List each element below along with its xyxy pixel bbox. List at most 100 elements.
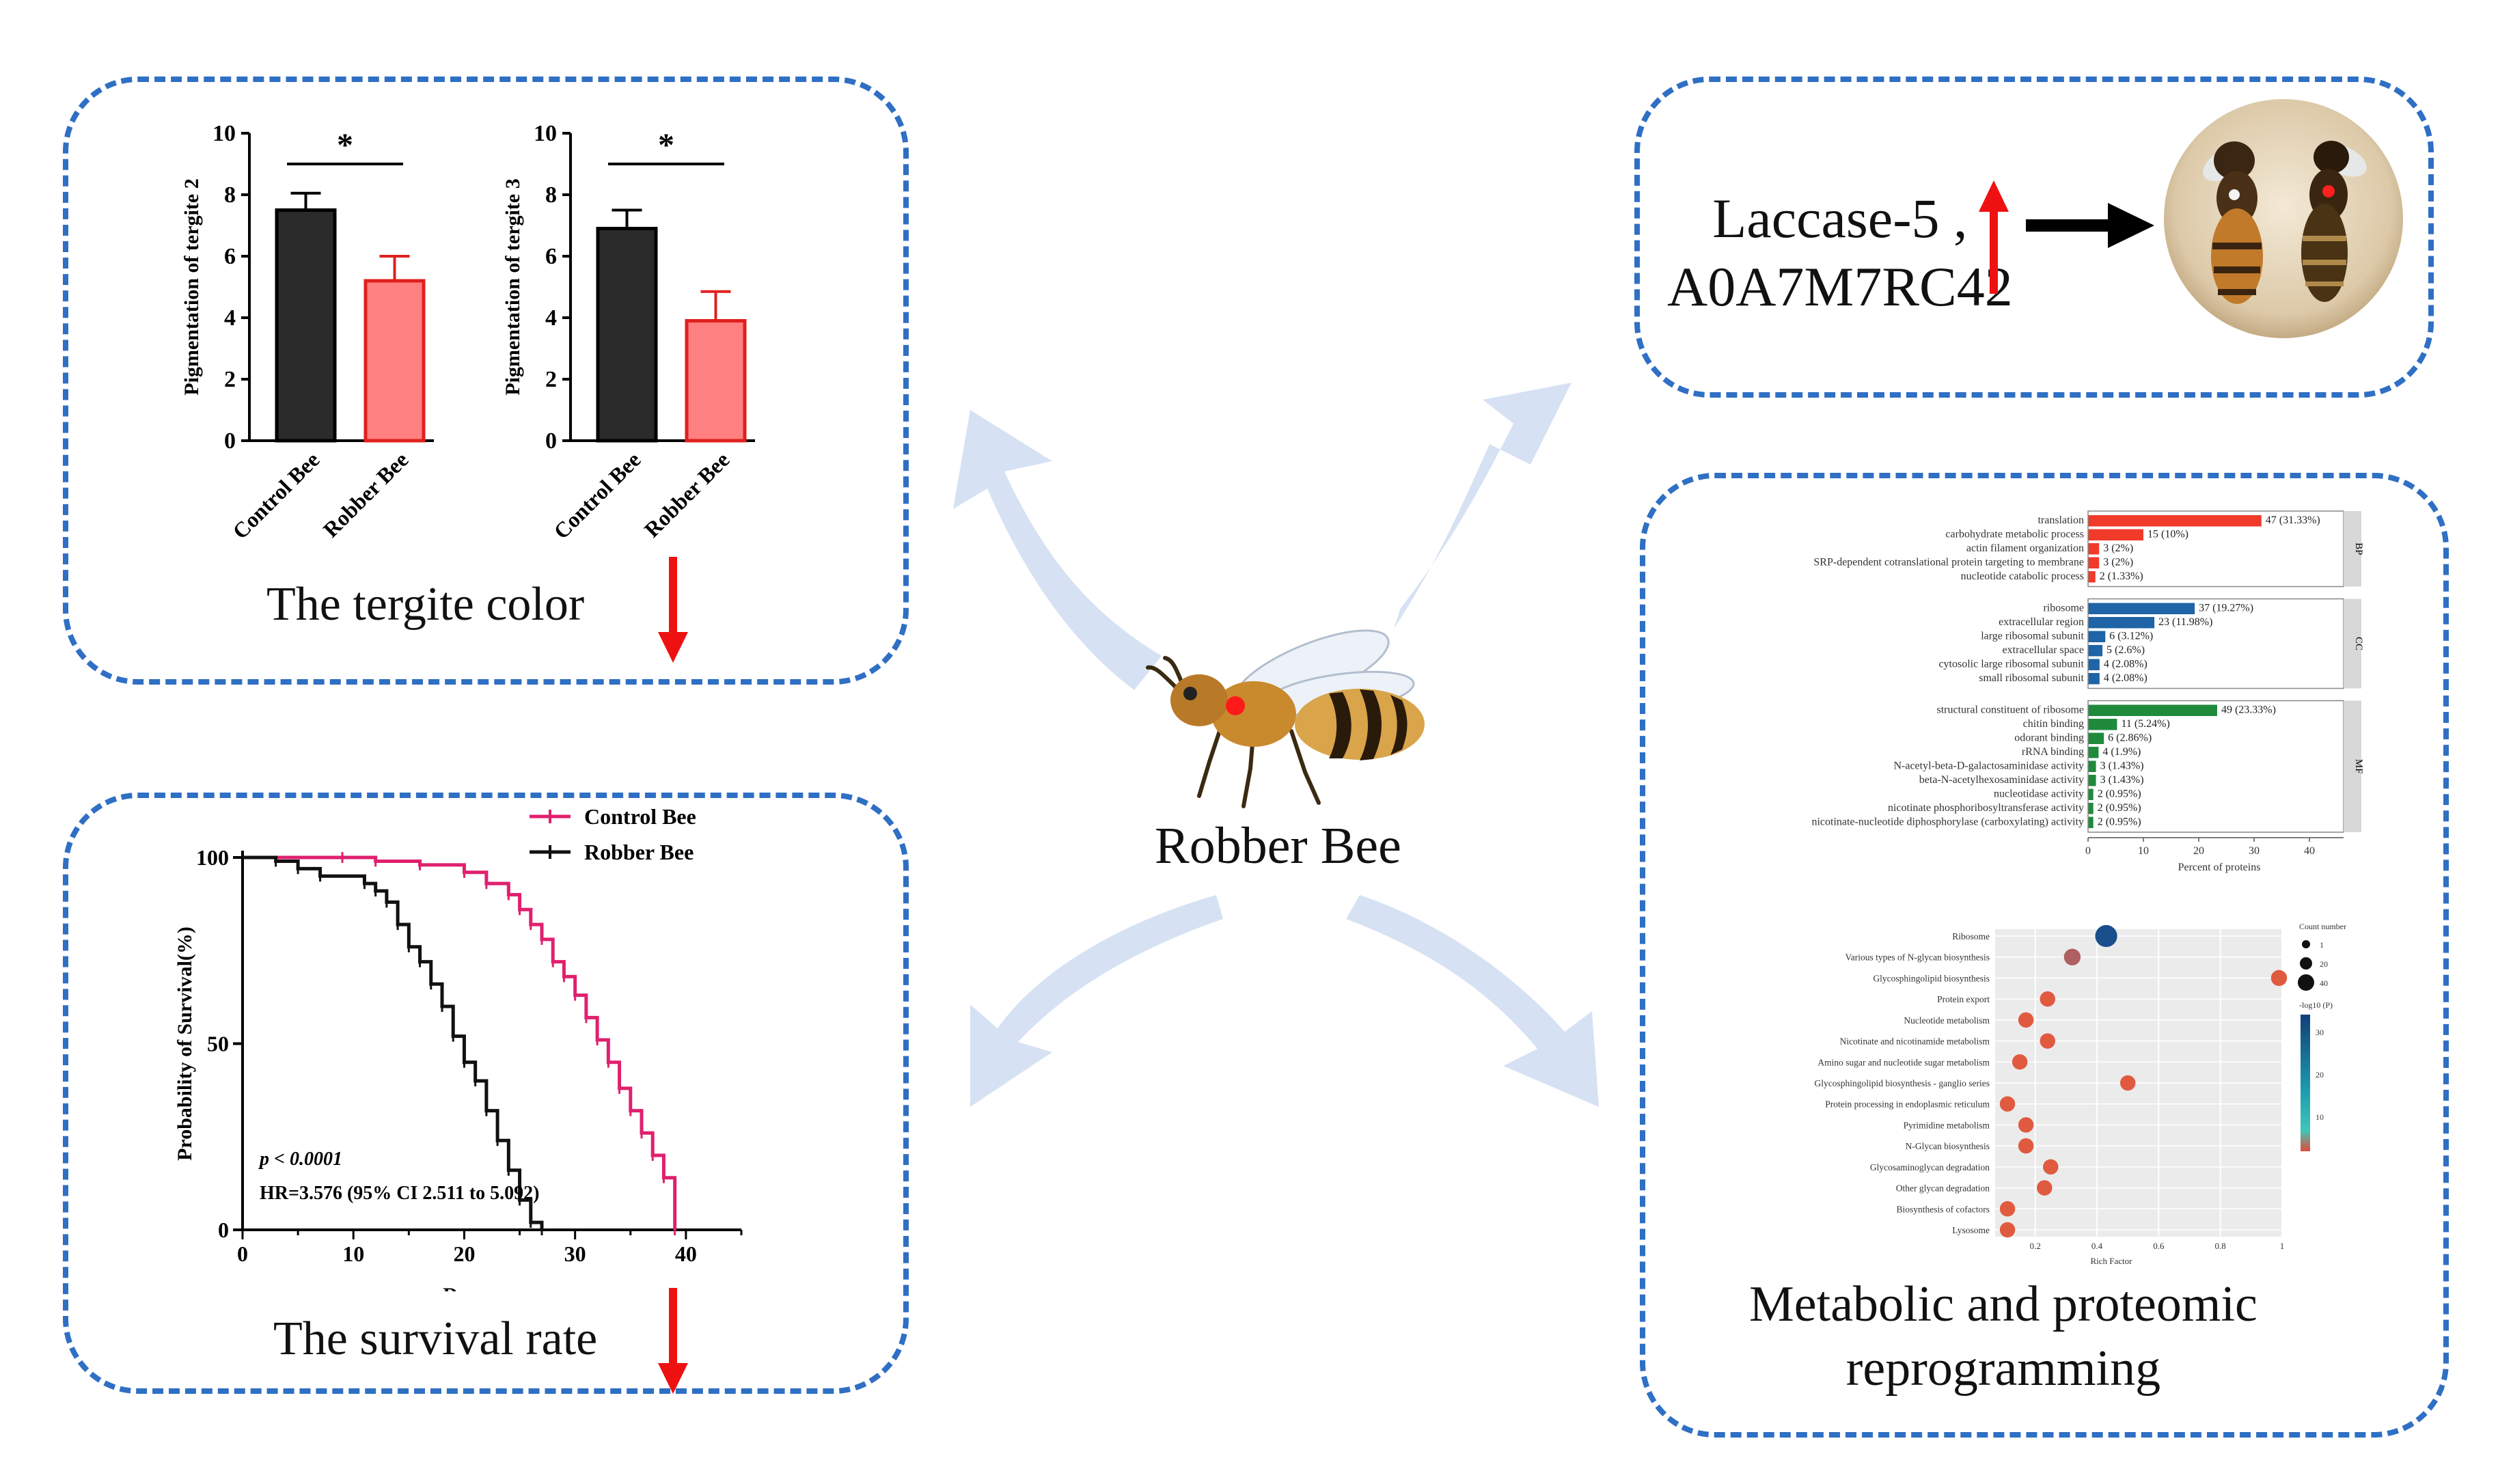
kegg-size-legend-label: 20 <box>2320 959 2328 969</box>
bar <box>275 208 337 443</box>
go-bar <box>2088 645 2103 657</box>
go-bar-value: 3 (1.43%) <box>2100 760 2144 772</box>
kegg-x-tick-label: 0.2 <box>2030 1241 2041 1251</box>
kegg-term-label: Pyrimidine metabolism <box>1904 1120 1990 1130</box>
go-bar-value: 49 (23.33%) <box>2221 704 2276 716</box>
kegg-x-tick-label: 0.4 <box>2091 1241 2103 1251</box>
significance-star: * <box>658 127 674 163</box>
kegg-term-label: Amino sugar and nucleotide sugar metabol… <box>1817 1057 1990 1067</box>
kegg-term-label: Glycosphingolipid biosynthesis - ganglio… <box>1815 1078 1990 1088</box>
go-bar <box>2088 617 2155 629</box>
x-axis-label: Days <box>443 1284 486 1291</box>
go-term-label: rRNA binding <box>2022 746 2084 758</box>
go-bar <box>2088 557 2100 568</box>
decrease-arrow-survival <box>658 1288 688 1394</box>
marker-dot <box>1226 696 1245 715</box>
go-bar-value: 37 (19.27%) <box>2199 603 2253 614</box>
go-bar-value: 6 (2.86%) <box>2108 732 2152 744</box>
go-bar-value: 2 (0.95%) <box>2098 802 2141 814</box>
go-bar <box>2088 719 2117 730</box>
kegg-x-tick-label: 1 <box>2280 1241 2285 1251</box>
kegg-x-tick-label: 0.8 <box>2215 1241 2226 1251</box>
x-tick-label: 30 <box>564 1241 586 1266</box>
go-bar <box>2088 732 2104 744</box>
kegg-bubble <box>2037 1180 2053 1196</box>
go-bar <box>2088 631 2106 642</box>
kegg-term-label: Glycosphingolipid biosynthesis <box>1873 973 1990 983</box>
go-bar-value: 4 (1.9%) <box>2102 746 2141 758</box>
x-tick-label: Control Bee <box>228 447 324 543</box>
go-bar-value: 2 (0.95%) <box>2098 816 2141 828</box>
bar <box>685 319 747 443</box>
bar <box>596 227 658 443</box>
kegg-size-legend-label: 40 <box>2320 978 2328 988</box>
kegg-bubble <box>2270 970 2288 987</box>
kegg-bubble <box>2018 1012 2034 1028</box>
arrow-to-omics <box>1346 895 1599 1107</box>
go-term-label: chitin binding <box>2023 718 2084 730</box>
legend-label: Robber Bee <box>584 840 694 864</box>
go-group-strip <box>2344 511 2361 587</box>
go-term-label: extracellular space <box>2003 644 2084 656</box>
go-group-label: BP <box>2353 542 2364 555</box>
go-bar-value: 2 (1.33%) <box>2100 571 2143 582</box>
bee-photo <box>2164 99 2403 338</box>
kegg-x-axis-label: Rich Factor <box>2090 1256 2132 1266</box>
go-bar <box>2088 788 2094 800</box>
x-tick-label: Robber Bee <box>640 447 735 542</box>
go-term-label: cytosolic large ribosomal subunit <box>1938 659 2084 670</box>
go-x-tick-label: 0 <box>2085 845 2091 857</box>
y-tick-label: 0 <box>218 1218 229 1242</box>
go-term-label: carbohydrate metabolic process <box>1945 529 2084 540</box>
center-label: Robber Bee <box>1155 817 1401 875</box>
x-tick-label: 10 <box>342 1241 364 1266</box>
go-bar <box>2088 659 2100 670</box>
legend-label: Control Bee <box>584 804 696 829</box>
go-term-label: beta-N-acetylhexosaminidase activity <box>1919 774 2084 786</box>
kegg-term-label: Nicotinate and nicotinamide metabolism <box>1840 1036 1990 1047</box>
go-bar <box>2088 747 2099 758</box>
go-term-label: SRP-dependent cotranslational protein ta… <box>1813 557 2084 568</box>
laccase-text: Laccase-5 , A0A7M7RC42 <box>1667 184 2013 321</box>
go-bar <box>2088 603 2195 614</box>
y-tick-label: 100 <box>196 845 229 870</box>
kegg-x-tick-label: 0.6 <box>2153 1241 2165 1251</box>
go-bar-value: 5 (2.6%) <box>2106 644 2145 656</box>
y-tick-label: 8 <box>224 182 236 208</box>
decrease-arrow-tergite <box>658 557 688 663</box>
go-term-label: large ribosomal subunit <box>1981 631 2084 642</box>
kegg-term-label: Other glycan degradation <box>1896 1183 1990 1194</box>
kegg-term-label: Various types of N-glycan biosynthesis <box>1845 952 1990 963</box>
kegg-term-label: Glycosaminoglycan degradation <box>1870 1162 1990 1172</box>
kegg-color-tick-label: 10 <box>2316 1112 2324 1122</box>
go-bar <box>2088 543 2100 555</box>
go-bar-value: 4 (2.08%) <box>2104 659 2147 670</box>
y-tick-label: 2 <box>224 367 236 392</box>
kegg-color-tick-label: 20 <box>2316 1070 2324 1080</box>
survival-curve <box>243 855 544 1230</box>
kegg-bubble <box>1999 1096 2016 1112</box>
go-bar-value: 3 (2%) <box>2103 557 2133 568</box>
kegg-size-legend-label: 1 <box>2320 940 2324 950</box>
laccase-panel <box>1634 77 2434 398</box>
kegg-term-label: N-Glycan biosynthesis <box>1906 1141 1990 1151</box>
black-right-arrow <box>2026 203 2154 248</box>
go-bar-value: 3 (1.43%) <box>2100 774 2144 786</box>
go-bar <box>2088 760 2096 772</box>
go-x-tick-label: 20 <box>2193 845 2204 857</box>
y-tick-label: 50 <box>207 1032 229 1056</box>
kegg-bubble <box>2043 1159 2059 1175</box>
go-bar <box>2088 803 2094 814</box>
omics-caption-line2: reprogramming <box>1845 1341 2161 1397</box>
kegg-size-legend-dot <box>2298 974 2314 991</box>
go-bar <box>2088 704 2217 716</box>
kegg-term-label: Protein export <box>1937 994 1990 1004</box>
omics-caption: Metabolic and proteomic reprogramming <box>1749 1272 2257 1401</box>
go-x-tick-label: 30 <box>2249 845 2260 857</box>
kegg-color-bar <box>2301 1015 2310 1151</box>
y-tick-label: 0 <box>224 428 236 454</box>
go-term-label: nucleotide catabolic process <box>1961 571 2084 582</box>
